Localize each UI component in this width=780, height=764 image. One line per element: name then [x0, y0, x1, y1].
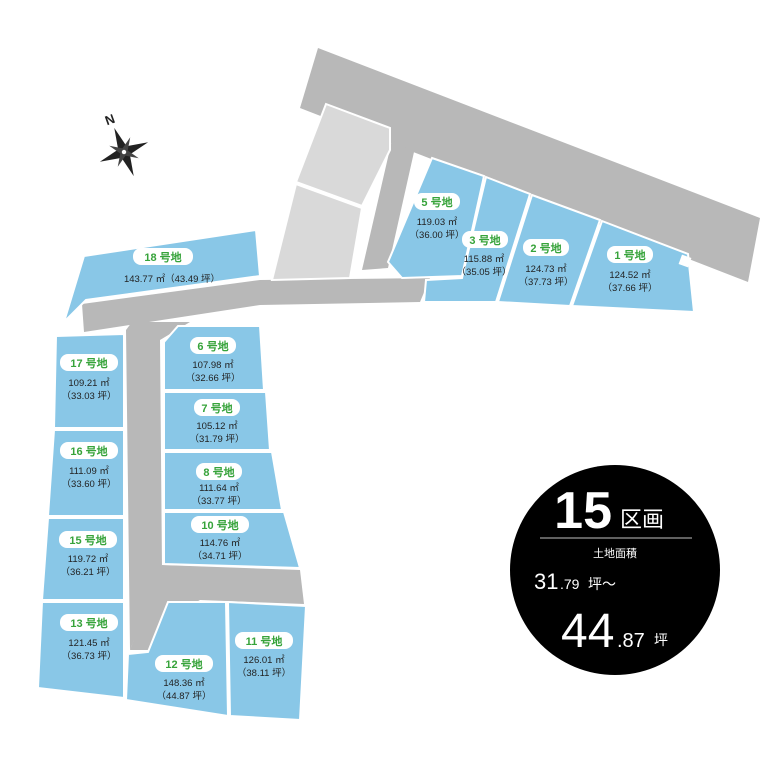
lot-10[interactable]: 10 号地 114.76 ㎡ （34.71 坪）	[163, 511, 302, 570]
lot-18-label: 18 号地	[144, 250, 181, 264]
lot-7-area: 105.12 ㎡	[196, 421, 238, 432]
lot-7[interactable]: 7 号地 105.12 ㎡ （31.79 坪）	[163, 391, 272, 451]
lot-17-tsubo: （33.03 坪）	[62, 390, 117, 402]
lot-15-tsubo: （36.21 坪）	[61, 566, 116, 578]
lot-8-tsubo: （33.77 坪）	[192, 495, 247, 507]
main-road	[300, 48, 760, 282]
lot-5-tsubo: （36.00 坪）	[410, 229, 465, 241]
lot-count: 15	[554, 482, 612, 540]
lot-1-corner-marker	[678, 254, 692, 268]
lot-6-area: 107.98 ㎡	[192, 360, 234, 371]
max-area-int: 44	[561, 605, 614, 658]
lot-18-area: 143.77 ㎡（43.49 坪）	[124, 273, 220, 285]
lot-5-area: 119.03 ㎡	[417, 217, 458, 228]
lot-10-label: 10 号地	[201, 518, 238, 532]
vertical-road	[126, 322, 190, 650]
lot-8-label: 8 号地	[203, 465, 234, 479]
lot-11-label: 11 号地	[246, 634, 283, 648]
lot-1[interactable]: 1 号地 124.52 ㎡ （37.66 坪）	[570, 219, 696, 314]
lot-11[interactable]: 11 号地 126.01 ㎡ （38.11 坪）	[226, 600, 308, 722]
roads	[82, 48, 760, 650]
lot-13[interactable]: 13 号地 121.45 ㎡ （36.73 坪）	[36, 601, 125, 700]
summary-badge: 15 区画 土地面積 31 .79 坪～ 44 .87 坪	[510, 465, 720, 675]
max-area-unit: 坪	[654, 632, 668, 648]
lot-10-area: 114.76 ㎡	[200, 538, 241, 549]
connector-road	[362, 140, 414, 270]
lot-16[interactable]: 16 号地 111.09 ㎡ （33.60 坪）	[46, 429, 125, 517]
lot-5-label: 5 号地	[421, 195, 452, 209]
min-area-unit: 坪～	[588, 576, 616, 592]
lot-1-tsubo: （37.66 坪）	[603, 282, 658, 294]
lot-1-label: 1 号地	[614, 248, 645, 262]
lot-15-label: 15 号地	[69, 533, 106, 547]
lot-6-label: 6 号地	[197, 339, 228, 353]
lot-8[interactable]: 8 号地 111.64 ㎡ （33.77 坪）	[163, 451, 284, 511]
lot-6-corner-marker	[247, 318, 261, 327]
gray-parcel-south	[270, 182, 364, 282]
lot-6[interactable]: 6 号地 107.98 ㎡ （32.66 坪）	[163, 325, 266, 391]
lot-3-tsubo: （35.05 坪）	[457, 266, 512, 278]
lot-17-label: 17 号地	[70, 356, 107, 370]
lower-road	[130, 565, 304, 650]
compass-north-label: N	[103, 111, 117, 128]
lot-count-unit: 区画	[620, 507, 664, 532]
lot-1-area: 124.52 ㎡	[609, 270, 651, 281]
lot-13-label: 13 号地	[70, 616, 107, 630]
lot-17[interactable]: 17 号地 109.21 ㎡ （33.03 坪）	[52, 332, 125, 429]
max-area-dec: .87	[617, 630, 645, 652]
lot-18[interactable]: 18 号地 143.77 ㎡（43.49 坪）	[63, 228, 262, 323]
min-area-dec: .79	[560, 576, 580, 592]
lot-15-area: 119.72 ㎡	[68, 554, 109, 565]
gray-parcel-north	[294, 102, 391, 208]
lot-2-tsubo: （37.73 坪）	[519, 276, 574, 288]
lot-2-area: 124.73 ㎡	[525, 264, 567, 275]
lot-11-area: 126.01 ㎡	[243, 655, 285, 666]
lot-17-area: 109.21 ㎡	[68, 378, 110, 389]
lot-6-tsubo: （32.66 坪）	[186, 372, 241, 384]
area-caption: 土地面積	[593, 546, 637, 560]
central-road	[82, 278, 430, 332]
lot-12[interactable]: 12 号地 148.36 ㎡ （44.87 坪）	[124, 601, 230, 718]
lot-3-label: 3 号地	[469, 233, 500, 247]
lot-2[interactable]: 2 号地 124.73 ㎡ （37.73 坪）	[496, 193, 602, 308]
lot-16-label: 16 号地	[70, 444, 107, 458]
lot-10-tsubo: （34.71 坪）	[193, 550, 248, 562]
lot-11-tsubo: （38.11 坪）	[237, 667, 291, 679]
lot-7-tsubo: （31.79 坪）	[190, 433, 245, 445]
lot-8-area: 111.64 ㎡	[199, 483, 239, 494]
lot-13-area: 121.45 ㎡	[68, 638, 110, 649]
lot-3-area: 115.88 ㎡	[464, 254, 505, 265]
lot-16-tsubo: （33.60 坪）	[62, 478, 117, 490]
lot-12-area: 148.36 ㎡	[163, 678, 205, 689]
lot-12-label: 12 号地	[165, 657, 202, 671]
lot-15[interactable]: 15 号地 119.72 ㎡ （36.21 坪）	[40, 517, 125, 601]
lot-12-tsubo: （44.87 坪）	[157, 690, 212, 702]
lot-13-tsubo: （36.73 坪）	[62, 650, 117, 662]
lot-16-area: 111.09 ㎡	[69, 466, 109, 477]
compass-rose-icon: N	[99, 111, 149, 177]
lot-7-label: 7 号地	[201, 401, 232, 415]
lot-2-label: 2 号地	[530, 241, 561, 255]
min-area-int: 31	[534, 569, 558, 594]
lot-3[interactable]: 3 号地 115.88 ㎡ （35.05 坪）	[422, 175, 532, 303]
lot-5[interactable]: 5 号地 119.03 ㎡ （36.00 坪）	[386, 156, 486, 280]
